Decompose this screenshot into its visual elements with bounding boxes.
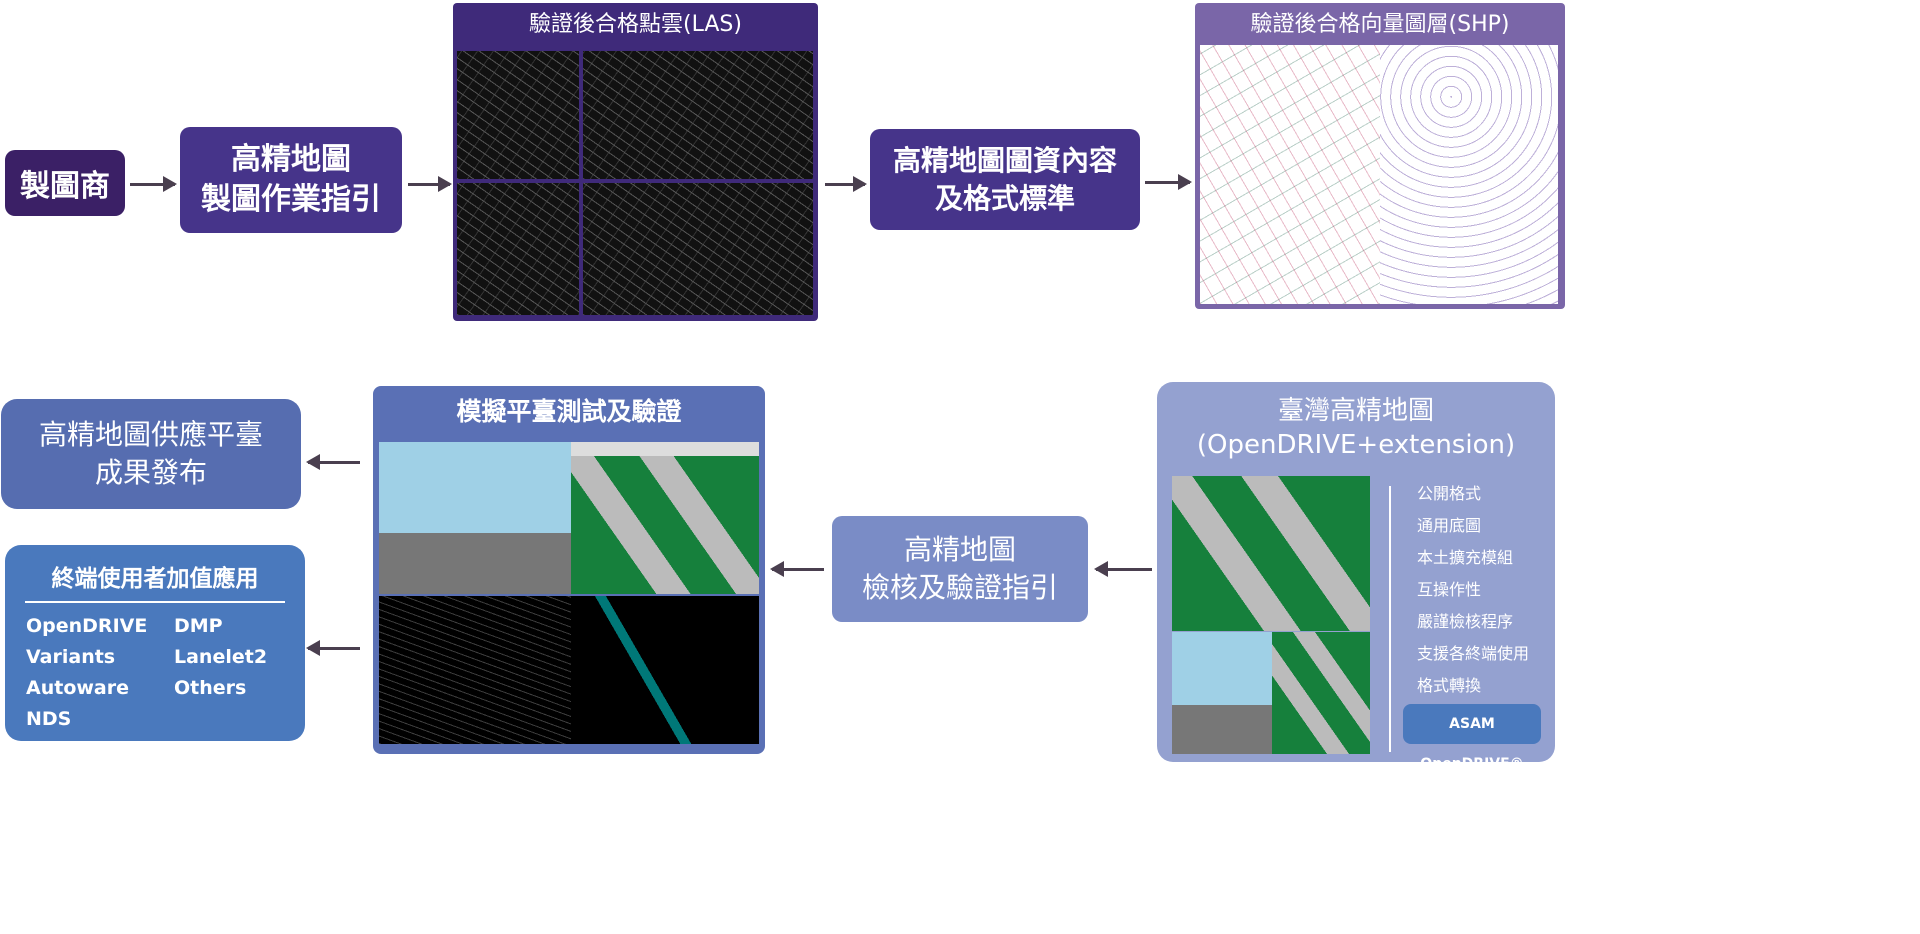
app-item: NDS xyxy=(26,708,72,730)
taiwan-title-line2: (OpenDRIVE+extension) xyxy=(1196,430,1516,460)
feature-item: 通用底圖 xyxy=(1417,516,1482,535)
simulation-title: 模擬平臺測試及驗證 xyxy=(456,397,682,426)
app-item: Variants xyxy=(26,646,116,668)
las-panel: 驗證後合格點雲(LAS) xyxy=(453,3,818,321)
shp-title: 驗證後合格向量圖層(SHP) xyxy=(1250,12,1510,37)
feature-item: 嚴謹檢核程序 xyxy=(1417,612,1514,631)
arrow xyxy=(825,176,867,192)
app-item: DMP xyxy=(174,615,223,637)
guide-line1: 高精地圖 xyxy=(231,142,351,177)
guide-line2: 製圖作業指引 xyxy=(201,182,381,217)
feature-item: 本土擴充模組 xyxy=(1417,548,1514,567)
asam-badge: ASAM OpenDRIVE® xyxy=(1403,704,1541,772)
feature-item: 支援各終端使用 xyxy=(1417,644,1530,663)
check-line1: 高精地圖 xyxy=(903,533,1016,566)
road-network-image xyxy=(1272,632,1370,754)
road-editor-image xyxy=(571,442,759,594)
apps-box: 終端使用者加值應用 OpenDRIVE DMP Variants Lanelet… xyxy=(5,545,305,741)
point-cloud-image xyxy=(457,51,579,179)
arrow xyxy=(1094,561,1152,577)
check-line2: 檢核及驗證指引 xyxy=(861,571,1058,604)
production-guide-box: 高精地圖 製圖作業指引 xyxy=(180,127,402,233)
lane-mesh-image xyxy=(571,596,759,744)
taiwan-title-line1: 臺灣高精地圖 xyxy=(1277,396,1434,426)
app-item: Autoware xyxy=(26,677,129,699)
feature-item: 公開格式 xyxy=(1417,484,1482,503)
point-cloud-image xyxy=(583,183,813,315)
arrow xyxy=(1145,174,1192,190)
platform-line1: 高精地圖供應平臺 xyxy=(38,418,263,451)
simulation-image xyxy=(379,442,571,594)
apps-list: OpenDRIVE DMP Variants Lanelet2 Autoware… xyxy=(26,611,284,735)
taiwan-title: 臺灣高精地圖 (OpenDRIVE+extension) xyxy=(1157,382,1555,462)
arrow xyxy=(306,454,360,470)
standard-box: 高精地圖圖資內容 及格式標準 xyxy=(870,129,1140,230)
standard-line2: 及格式標準 xyxy=(934,181,1075,215)
feature-list: 公開格式 通用底圖 本土擴充模組 互操作性 嚴謹檢核程序 支援各終端使用 格式轉… xyxy=(1417,478,1529,702)
app-item: Others xyxy=(174,677,247,699)
app-item: Lanelet2 xyxy=(174,646,268,668)
check-guide-box: 高精地圖 檢核及驗證指引 xyxy=(832,516,1088,622)
street-view-image xyxy=(1172,632,1272,754)
lidar-image xyxy=(379,596,571,744)
arrow xyxy=(130,176,177,192)
feature-item: 互操作性 xyxy=(1417,580,1482,599)
point-cloud-image xyxy=(583,51,813,179)
feature-item: 格式轉換 xyxy=(1417,676,1482,695)
platform-box: 高精地圖供應平臺 成果發布 xyxy=(1,399,301,509)
point-cloud-image xyxy=(457,183,579,315)
arrow xyxy=(770,561,824,577)
standard-line1: 高精地圖圖資內容 xyxy=(892,143,1117,177)
apps-title: 終端使用者加值應用 xyxy=(25,559,285,603)
arrow xyxy=(408,176,452,192)
las-title: 驗證後合格點雲(LAS) xyxy=(529,12,742,37)
divider xyxy=(1389,486,1391,752)
roundabout-image xyxy=(1172,476,1370,631)
platform-line2: 成果發布 xyxy=(94,456,207,489)
app-item: OpenDRIVE xyxy=(26,615,148,637)
shp-panel: 驗證後合格向量圖層(SHP) xyxy=(1195,3,1565,309)
simulation-panel: 模擬平臺測試及驗證 xyxy=(373,386,765,754)
vector-map-image xyxy=(1380,45,1558,304)
vector-map-image xyxy=(1200,45,1380,304)
arrow xyxy=(306,640,360,656)
mapmaker-label: 製圖商 xyxy=(20,169,110,204)
taiwan-panel: 臺灣高精地圖 (OpenDRIVE+extension) 公開格式 通用底圖 本… xyxy=(1157,382,1555,772)
mapmaker-box: 製圖商 xyxy=(5,150,125,216)
